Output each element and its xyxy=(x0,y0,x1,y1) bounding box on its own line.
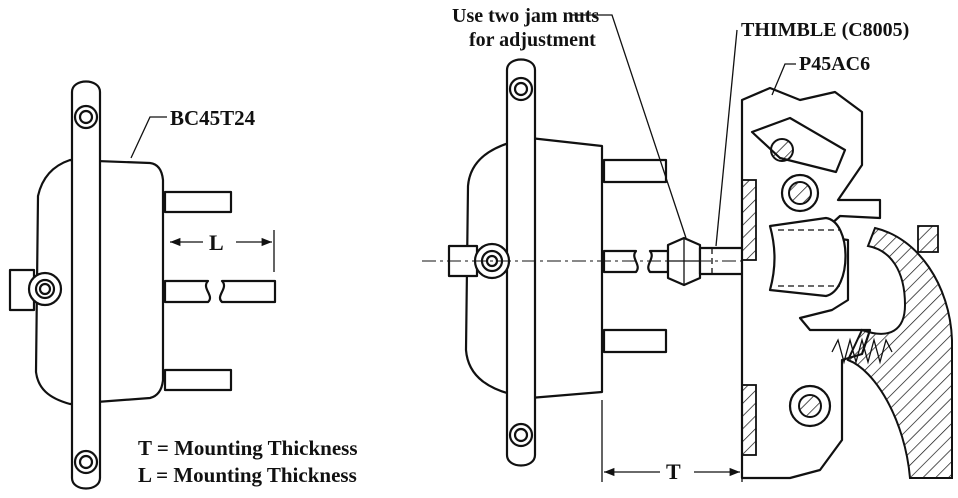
label-p45ac6: P45AC6 xyxy=(799,53,870,75)
label-bc45t24: BC45T24 xyxy=(170,106,256,130)
left-push-rod-end xyxy=(218,279,277,304)
bc45t24-leader xyxy=(130,116,167,159)
left-bottom-stud xyxy=(163,368,233,392)
right-push-rod xyxy=(602,249,639,274)
right-top-stud xyxy=(602,158,668,184)
right-bottom-bolt xyxy=(508,422,534,448)
right-top-bolt xyxy=(508,76,534,102)
label-jam-nuts-1: Use two jam nuts xyxy=(452,5,599,27)
label-thimble: THIMBLE (C8005) xyxy=(741,19,909,41)
left-push-rod-segment xyxy=(163,279,212,304)
spring xyxy=(831,337,893,365)
jam-nuts-leader xyxy=(572,14,687,239)
left-top-bolt xyxy=(73,104,99,130)
label-dim-l: L xyxy=(209,230,224,255)
hatched-wall-lower xyxy=(741,384,757,456)
label-jam-nuts-2: for adjustment xyxy=(469,29,596,51)
left-top-stud xyxy=(163,190,233,214)
right-bottom-stud xyxy=(602,328,668,354)
p45ac6-leader xyxy=(771,63,796,96)
legend-l: L = Mounting Thickness xyxy=(138,463,357,487)
hatched-wall-upper xyxy=(741,179,757,261)
label-dim-t: T xyxy=(666,459,681,484)
left-port-boss xyxy=(27,271,63,307)
right-mounting-flange xyxy=(505,58,537,467)
thimble-leader xyxy=(715,29,738,247)
hatched-casting xyxy=(846,226,953,479)
left-mounting-flange xyxy=(70,80,102,490)
left-bottom-bolt xyxy=(73,449,99,475)
actuator-left-view xyxy=(8,80,277,490)
actuator-right-view xyxy=(422,14,953,482)
clevis-block xyxy=(768,216,847,298)
legend-t: T = Mounting Thickness xyxy=(138,436,358,460)
